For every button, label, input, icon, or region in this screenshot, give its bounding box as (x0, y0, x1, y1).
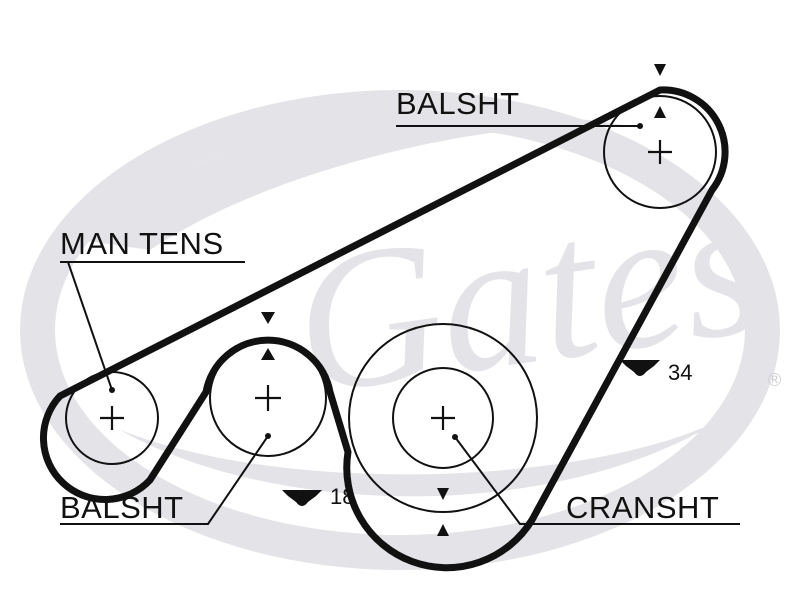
leader-man-tens-diag (67, 261, 113, 391)
timing-marks (261, 64, 666, 536)
timing-mark-crank-outer (437, 524, 449, 536)
tooth-count-lower: 18 (330, 484, 354, 509)
timing-mark-upper-inner (654, 106, 666, 118)
pulley-balance-shaft-upper (603, 95, 717, 209)
gates-watermark: Gates ® (20, 90, 781, 570)
leader-cransht (454, 436, 740, 525)
registered-mark: ® (768, 370, 781, 390)
tooth-count-icon-lower (282, 490, 322, 506)
pulley-crankshaft-outer (348, 323, 538, 513)
label-balsht-top: BALSHT (396, 86, 520, 121)
tooth-count-upper: 34 (668, 360, 692, 385)
center-mark-balsht-lower (255, 385, 281, 411)
dot-man-tens (109, 387, 115, 393)
timing-mark-crank-inner (437, 488, 449, 500)
center-mark-crankshaft (431, 406, 455, 430)
center-mark-balsht-upper (648, 140, 672, 164)
dot-cransht (452, 434, 458, 440)
leader-balsht-bottom (60, 435, 269, 525)
pulley-crankshaft-inner (392, 367, 494, 469)
dot-balsht-bottom (265, 433, 271, 439)
timing-belt (39, 86, 729, 572)
timing-mark-upper-outer (654, 64, 666, 76)
dot-balsht-top (637, 123, 643, 129)
center-mark-tensioner (100, 406, 124, 430)
timing-mark-balsht-outer (261, 312, 275, 324)
tooth-count-icon-upper (620, 360, 660, 376)
label-cransht: CRANSHT (566, 490, 719, 525)
watermark-swoosh-bottom (120, 420, 720, 497)
pulley-centers (100, 140, 672, 430)
label-man-tens: MAN TENS (60, 226, 224, 261)
watermark-oval-inner (55, 125, 745, 535)
label-balsht-bottom: BALSHT (60, 490, 184, 525)
timing-mark-balsht-inner (261, 348, 275, 360)
watermark-swoosh (80, 113, 650, 251)
